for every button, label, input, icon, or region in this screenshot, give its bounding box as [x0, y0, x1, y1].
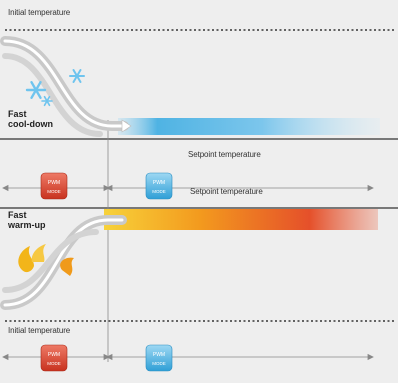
fast-warm-up-line1: Fast — [8, 210, 27, 220]
svg-text:PWM: PWM — [153, 180, 165, 186]
cool-down-bar — [118, 118, 380, 135]
flame-icon — [18, 244, 74, 276]
svg-text:PWM: PWM — [48, 180, 60, 186]
fast-cool-down-label: Fast cool-down — [8, 109, 53, 129]
svg-text:MODE: MODE — [152, 189, 166, 194]
cool-down-curve — [0, 36, 132, 137]
fast-warm-up-line2: warm-up — [8, 220, 46, 230]
setpoint-temperature-label-2: Setpoint temperature — [190, 187, 263, 196]
fast-warm-up-label: Fast warm-up — [8, 210, 46, 230]
warm-up-curve — [0, 215, 127, 310]
fast-cool-down-line2: cool-down — [8, 119, 53, 129]
svg-text:MODE: MODE — [47, 361, 61, 366]
svg-text:PWM: PWM — [153, 352, 165, 358]
fast-cool-down-line1: Fast — [8, 109, 27, 119]
svg-text:MODE: MODE — [152, 361, 166, 366]
warm-up-bar — [104, 209, 378, 230]
setpoint-temperature-label-1: Setpoint temperature — [188, 150, 261, 159]
snowflake-icon — [25, 69, 85, 107]
pwm-mode-badge-red-1: PWM MODE — [40, 172, 68, 200]
svg-text:PWM: PWM — [48, 352, 60, 358]
initial-temperature-bottom-label: Initial temperature — [8, 326, 71, 335]
svg-text:MODE: MODE — [47, 189, 61, 194]
pwm-mode-badge-blue-1: PWM MODE — [145, 172, 173, 200]
pwm-mode-badge-red-2: PWM MODE — [40, 344, 68, 372]
pwm-mode-badge-blue-2: PWM MODE — [145, 344, 173, 372]
initial-temperature-top-label: Initial temperature — [8, 8, 71, 17]
